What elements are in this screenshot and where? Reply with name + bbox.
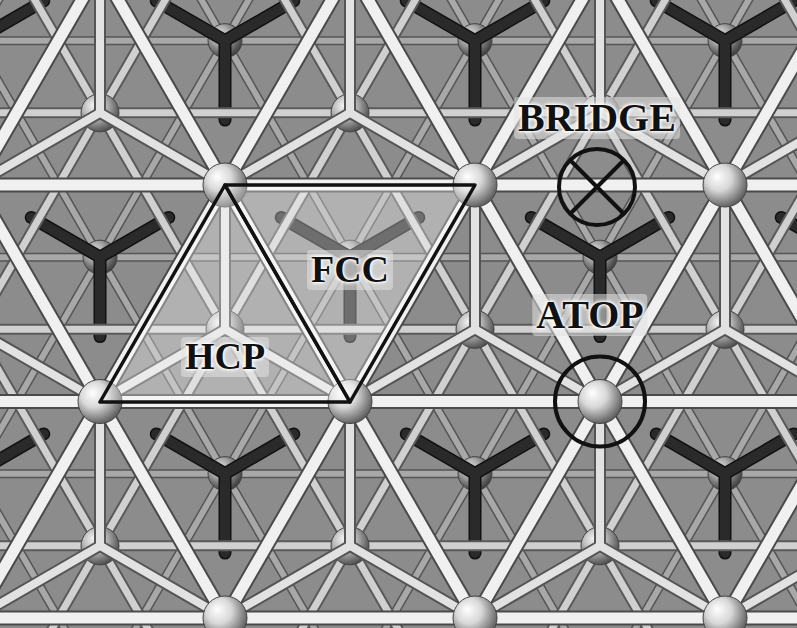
site-name: BRIDGE — [514, 97, 680, 139]
site-label: HCP — [181, 337, 269, 377]
site-label: FCC — [307, 250, 393, 290]
site-name: ATOP — [532, 294, 647, 336]
atop-marker — [555, 357, 645, 447]
label-holder: BRIDGE — [514, 97, 680, 139]
bridge-marker — [559, 149, 635, 225]
label-holder: ATOP — [532, 294, 647, 336]
